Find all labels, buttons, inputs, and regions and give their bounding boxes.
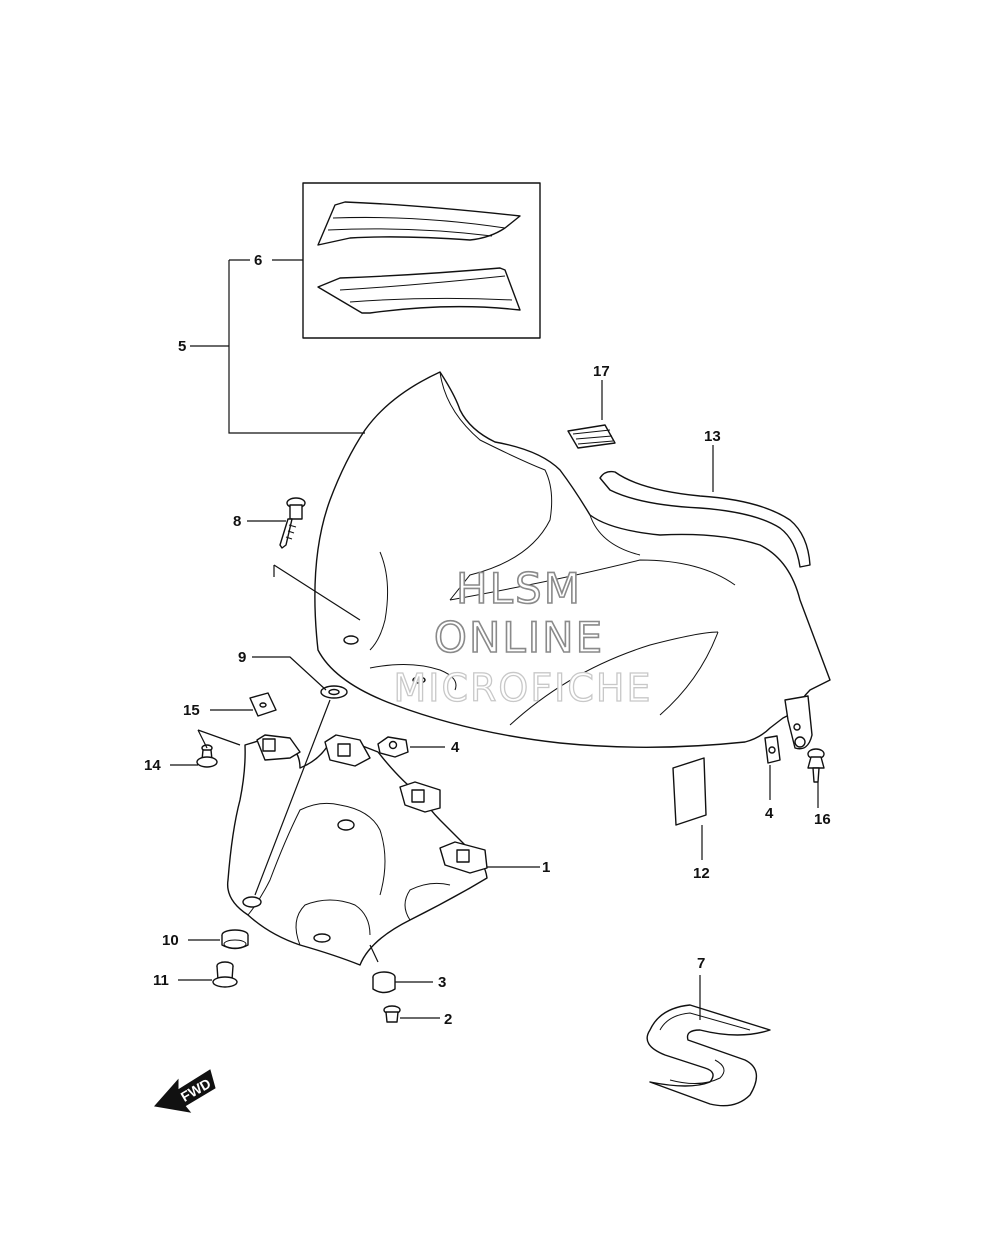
clip-15 bbox=[249, 692, 277, 717]
nut-4b bbox=[764, 735, 781, 764]
bolt-14 bbox=[196, 744, 218, 768]
nut-4a bbox=[377, 736, 409, 758]
bolt-2 bbox=[383, 1005, 401, 1023]
label-part-5: 5 bbox=[178, 338, 186, 355]
collar-11 bbox=[212, 961, 238, 988]
label-part-1: 1 bbox=[542, 859, 550, 876]
decal-stripe-upper bbox=[317, 201, 521, 246]
label-part-3: 3 bbox=[438, 974, 446, 991]
label-part-2: 2 bbox=[444, 1011, 452, 1028]
emblem-7 bbox=[646, 1004, 771, 1107]
screw-8 bbox=[279, 497, 306, 549]
pad-17 bbox=[567, 424, 616, 449]
decal-box bbox=[302, 182, 541, 339]
label-part-14: 14 bbox=[144, 757, 161, 774]
washer-9 bbox=[320, 685, 348, 699]
grommet-10 bbox=[221, 929, 249, 950]
label-part-7: 7 bbox=[697, 955, 705, 972]
fwd-arrow: FWD bbox=[154, 1069, 216, 1113]
watermark-line-3: MICROFICHE bbox=[393, 666, 652, 710]
label-part-10: 10 bbox=[162, 932, 179, 949]
label-part-4a: 4 bbox=[451, 739, 460, 756]
cowling-body bbox=[314, 371, 831, 750]
rivet-16 bbox=[807, 748, 825, 783]
label-part-16: 16 bbox=[814, 811, 831, 828]
label-part-17: 17 bbox=[593, 363, 610, 380]
label-part-6: 6 bbox=[254, 252, 262, 269]
grommet-3 bbox=[372, 971, 396, 994]
pad-12 bbox=[672, 757, 707, 826]
watermark: HLSM ONLINE MICROFICHE bbox=[393, 563, 652, 710]
watermark-line-1: HLSM bbox=[456, 564, 582, 613]
label-part-12: 12 bbox=[693, 865, 710, 882]
watermark-line-2: ONLINE bbox=[434, 613, 604, 662]
label-part-8: 8 bbox=[233, 513, 241, 530]
under-cowl bbox=[226, 734, 488, 966]
decal-stripe-lower bbox=[317, 267, 521, 314]
label-part-4b: 4 bbox=[765, 805, 774, 822]
label-part-9: 9 bbox=[238, 649, 246, 666]
trim-strip bbox=[599, 470, 811, 568]
label-part-13: 13 bbox=[704, 428, 721, 445]
label-part-15: 15 bbox=[183, 702, 200, 719]
leader-lines bbox=[170, 259, 819, 1020]
label-part-11: 11 bbox=[153, 972, 169, 989]
